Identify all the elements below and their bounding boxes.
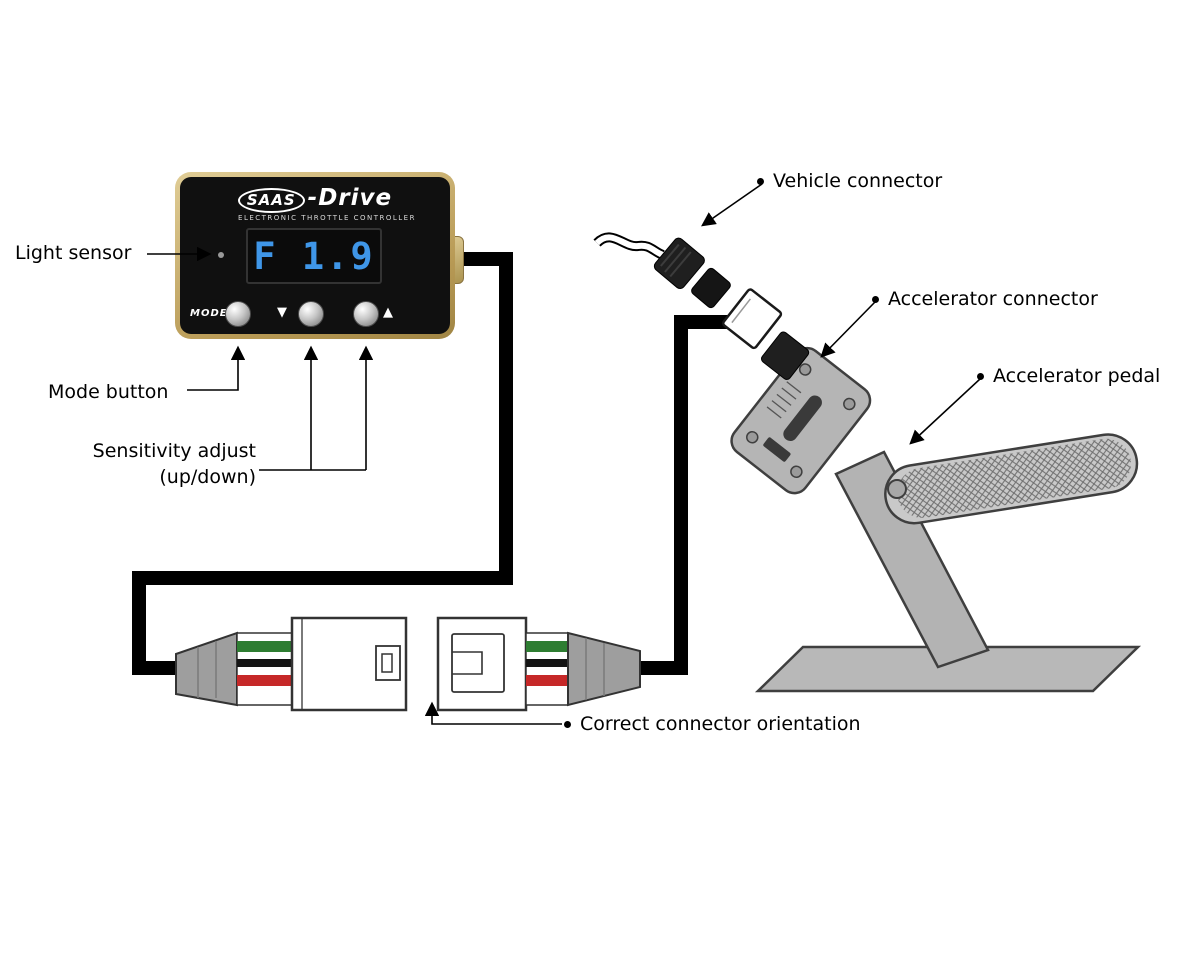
left-wire-red [237, 675, 292, 686]
device-display: F 1.9 [246, 228, 382, 284]
mode-button [225, 301, 251, 327]
sensitivity-adjust-line1: Sensitivity adjust [92, 440, 256, 462]
down-arrow-icon: ▼ [277, 305, 287, 320]
left-cable-boot [175, 631, 238, 707]
sensitivity-adjust-line2: (up/down) [159, 466, 256, 488]
accelerator-pedal-graphic [730, 346, 1142, 693]
sensitivity-up-button [353, 301, 379, 327]
accelerator-connector-graphic [761, 331, 810, 380]
drive-logo-text: -Drive [307, 185, 393, 211]
throttle-controller-device: SAAS-Drive ELECTRONIC THROTTLE CONTROLLE… [175, 172, 455, 339]
cable-right-loop [639, 315, 735, 675]
device-faceplate: SAAS-Drive ELECTRONIC THROTTLE CONTROLLE… [180, 177, 450, 334]
pedal-pivot [887, 479, 907, 499]
right-wire-green [526, 641, 568, 652]
mode-button-callout-label: Mode button [48, 381, 169, 403]
left-wire-black [237, 659, 292, 667]
accelerator-connector-text: Accelerator connector [888, 288, 1098, 310]
device-subtitle: ELECTRONIC THROTTLE CONTROLLER [238, 214, 416, 222]
correct-connector-orientation-label: Correct connector orientation [564, 713, 861, 735]
saas-drive-logo: SAAS-Drive [180, 185, 450, 213]
correct-connector-orientation-text: Correct connector orientation [580, 713, 861, 735]
vehicle-plug-body [653, 237, 705, 289]
cable-left-loop [132, 252, 513, 675]
light-sensor-label: Light sensor [15, 242, 132, 264]
vehicle-connector-assembly [593, 232, 810, 380]
mode-button-label: MODE [190, 308, 228, 319]
vehicle-connector-text: Vehicle connector [773, 170, 943, 192]
pedal-mechanism [730, 346, 872, 495]
pedal-base [754, 645, 1142, 693]
right-wire-red [526, 675, 568, 686]
vehicle-connector-label: Vehicle connector [757, 170, 942, 192]
pedal-socket-white [722, 288, 783, 350]
up-arrow-icon: ▲ [383, 305, 393, 320]
bullet-icon [977, 373, 984, 380]
saas-logo-badge: SAAS [237, 188, 305, 213]
bullet-icon [564, 721, 571, 728]
sensitivity-down-button [298, 301, 324, 327]
bullet-icon [872, 296, 879, 303]
pedal-pad-texture [897, 438, 1131, 518]
accelerator-connector-label: Accelerator connector [872, 288, 1098, 310]
left-wire-green [237, 641, 292, 652]
left-connector-housing [290, 616, 408, 712]
accelerator-pedal-label: Accelerator pedal [977, 365, 1160, 387]
right-wire-black [526, 659, 568, 667]
sensitivity-adjust-label: Sensitivity adjust (up/down) [72, 438, 256, 490]
harness-connectors [175, 616, 641, 712]
bullet-icon [757, 178, 764, 185]
accelerator-pedal-text: Accelerator pedal [993, 365, 1161, 387]
display-value: F 1.9 [253, 234, 375, 278]
pedal-arm [834, 450, 990, 669]
vehicle-plug-tip [691, 267, 731, 309]
